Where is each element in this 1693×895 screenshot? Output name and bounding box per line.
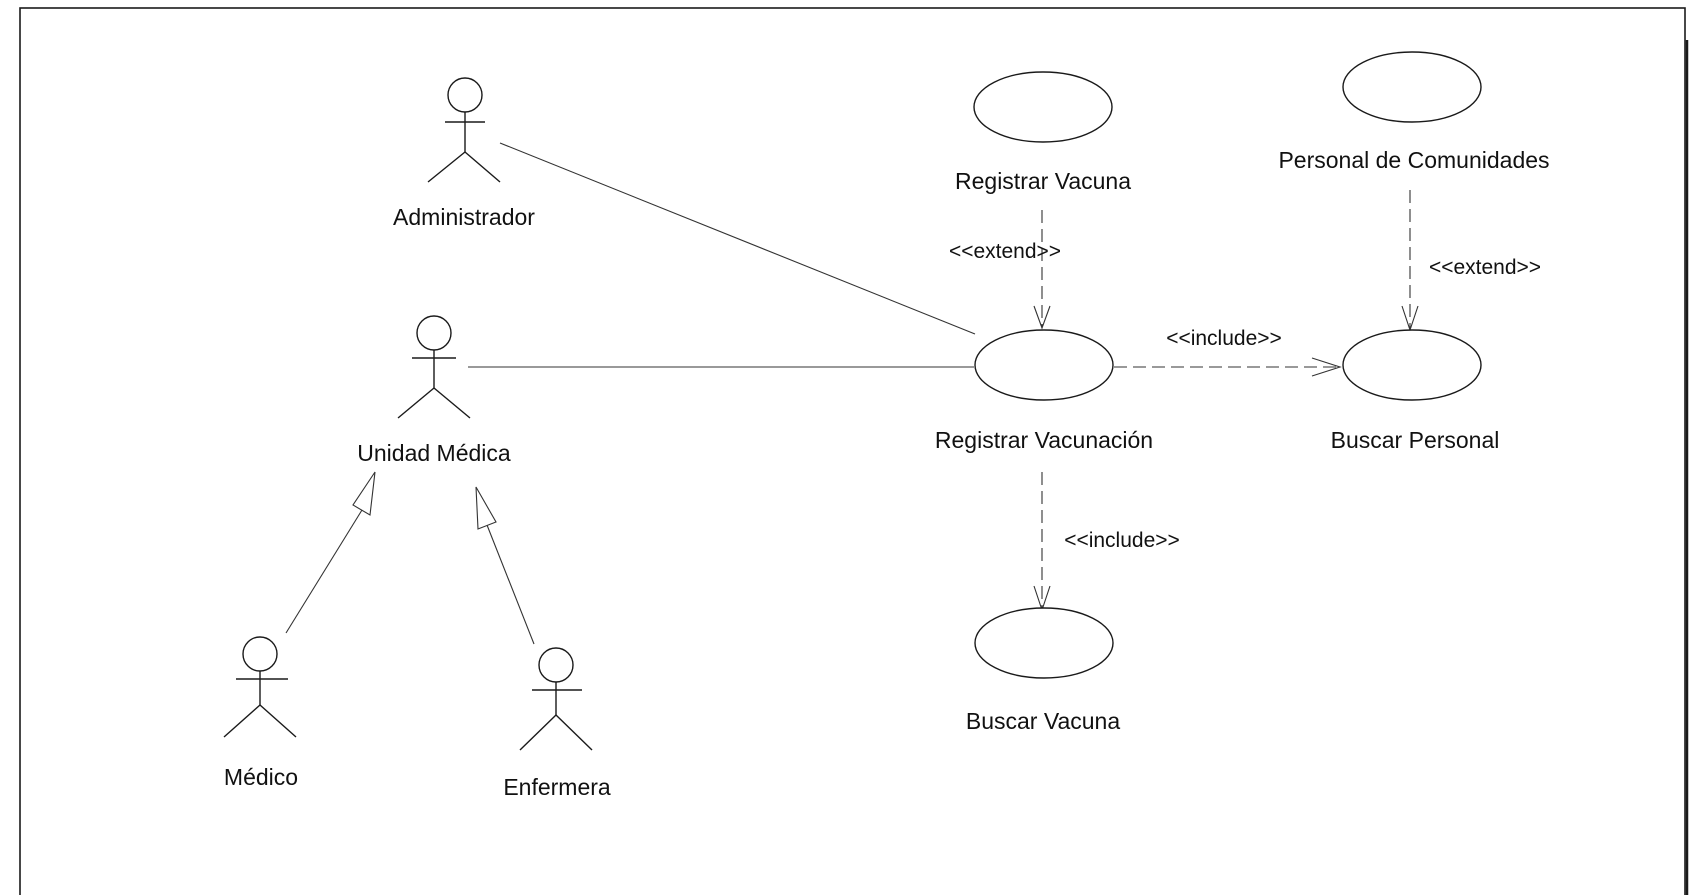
actor-label-administrador: Administrador [393, 204, 535, 230]
extend-registrar-vacuna [1033, 210, 1051, 330]
usecase-registrar-vacunacion-ellipse [974, 329, 1114, 401]
include-buscar-vacuna [1033, 472, 1051, 612]
actor-medico [223, 636, 297, 738]
actor-enfermera [519, 647, 593, 751]
stereotype-include-personal: <<include>> [1166, 327, 1282, 350]
stereotype-extend-comunidades: <<extend>> [1429, 256, 1541, 279]
usecase-buscar-vacuna-ellipse [974, 607, 1114, 679]
usecase-label-registrar-vacuna: Registrar Vacuna [955, 168, 1131, 194]
usecase-personal-comunidades-ellipse [1342, 51, 1482, 123]
usecase-label-registrar-vacunacion: Registrar Vacunación [935, 427, 1153, 453]
actor-label-enfermera: Enfermera [503, 774, 611, 800]
include-buscar-personal [1114, 357, 1342, 377]
usecase-label-personal-comunidades: Personal de Comunidades [1278, 147, 1549, 173]
actor-label-medico: Médico [224, 764, 298, 790]
usecase-label-buscar-personal: Buscar Personal [1331, 427, 1500, 453]
usecase-registrar-vacuna-ellipse [973, 71, 1113, 143]
usecase-label-buscar-vacuna: Buscar Vacuna [966, 708, 1120, 734]
actor-label-unidad-medica: Unidad Médica [357, 440, 511, 466]
usecase-buscar-personal-ellipse [1342, 329, 1482, 401]
actor-unidad-medica [397, 315, 471, 419]
extend-personal-comunidades [1401, 190, 1419, 332]
generalization-medico-unidad-medica [285, 471, 376, 634]
generalization-enfermera-unidad-medica [475, 486, 535, 645]
association-administrador-registrar-vacunacion [499, 142, 976, 335]
actor-administrador [427, 77, 501, 183]
stereotype-extend-vacuna: <<extend>> [949, 240, 1061, 263]
stereotype-include-vacuna: <<include>> [1064, 529, 1180, 552]
diagram-frame [19, 7, 1686, 895]
